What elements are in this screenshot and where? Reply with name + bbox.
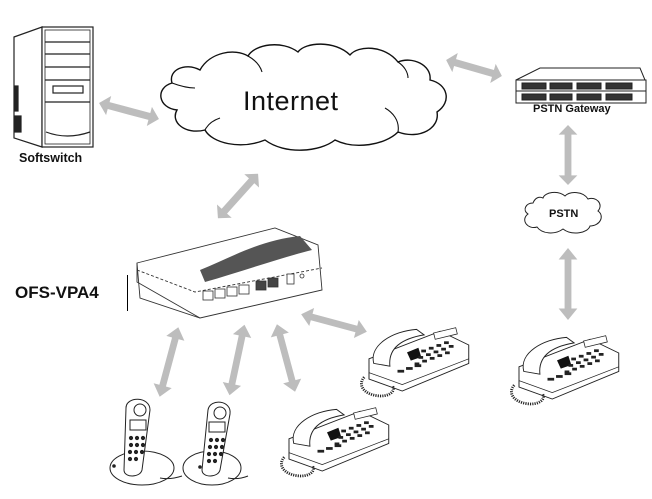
link-internet-gateway [443,50,505,86]
link-device-deskphone-1 [267,321,305,395]
desk-phone-2-icon [360,326,471,398]
pstn-gateway-label: PSTN Gateway [533,103,611,115]
pstn-cloud-icon [524,191,602,234]
link-pstn-deskphone [558,248,578,320]
pstn-label: PSTN [549,208,579,220]
voip-gateway-device-icon [136,227,323,319]
link-softswitch-internet [96,93,162,129]
internet-cloud-icon [160,43,447,151]
desk-phone-1-icon [280,406,391,478]
link-device-deskphone-2 [298,305,370,341]
softswitch-label: Softswitch [19,151,83,165]
device-label: OFS-VPA4 [15,283,99,302]
cordless-phone-2-icon [182,401,249,486]
text-cursor [127,275,128,311]
link-internet-device [210,167,266,225]
link-gateway-pstn [558,125,578,185]
internet-label: Internet [243,86,339,116]
desk-phone-pstn-icon [510,334,621,406]
cordless-phone-1-icon [109,398,183,486]
rack-server-icon [515,67,647,104]
link-device-cordless-1 [150,324,188,400]
link-device-cordless-2 [220,322,254,398]
server-tower-icon [13,26,94,148]
